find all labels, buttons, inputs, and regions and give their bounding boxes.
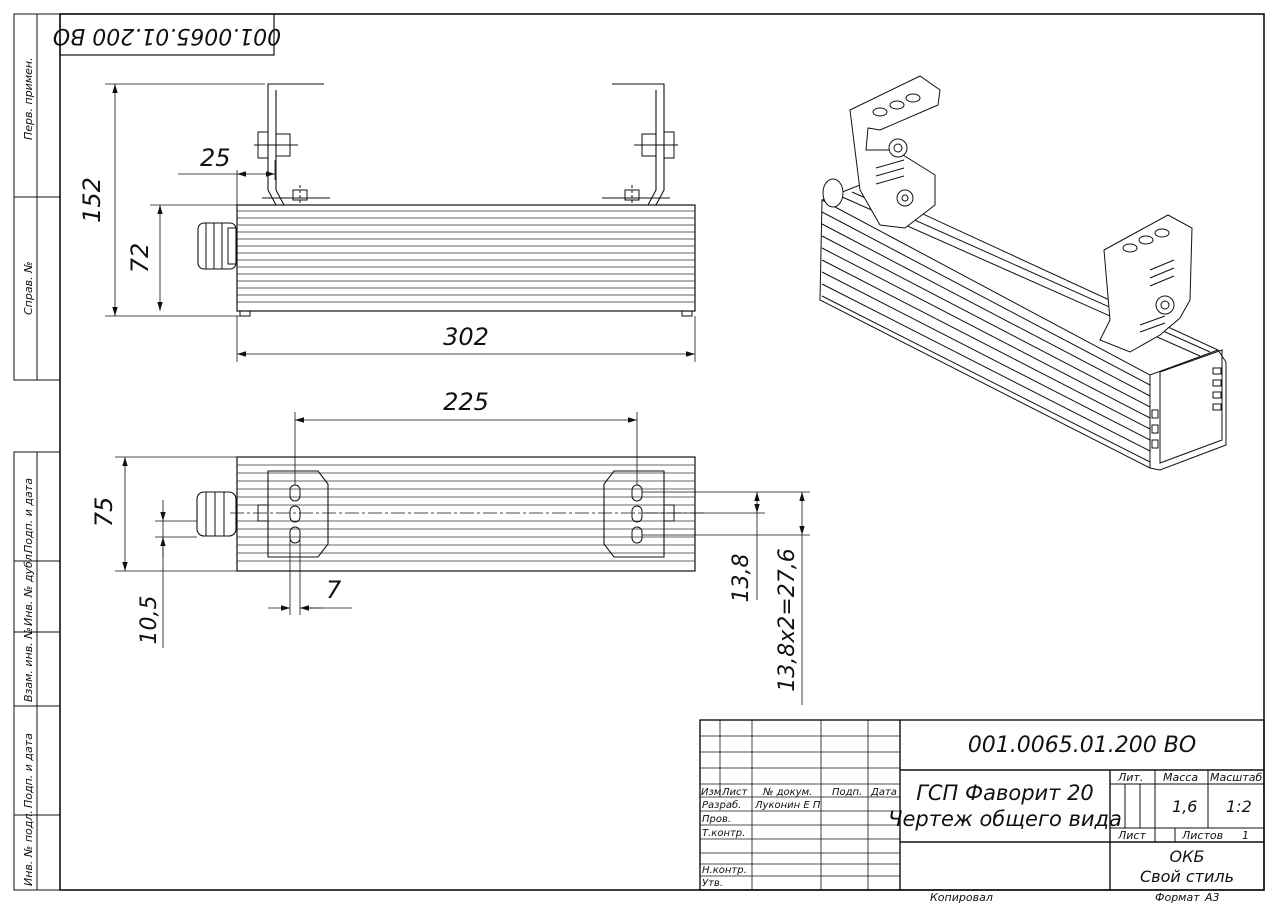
tb-nkontr-label: Н.контр. [702, 865, 747, 876]
tb-name-line2: Чертеж общего вида [888, 807, 1122, 831]
tb-masshtab-label: Масштаб [1210, 771, 1262, 784]
sheet-frame [13, 13, 1265, 891]
tb-hdr-podp: Подп. [832, 787, 862, 798]
tb-org-line2: Свой стиль [1140, 867, 1234, 886]
tb-hdr-izm: Изм [701, 787, 722, 798]
isometric-view [819, 75, 1227, 471]
tb-masshtab-value: 1:2 [1226, 797, 1252, 816]
top-view [196, 456, 705, 572]
dim-10-5: 10,5 [137, 596, 162, 645]
code-stamp-box: 001.0065.01.200 ВО [53, 13, 281, 56]
strip-label-sprav: Справ. № [22, 261, 35, 315]
tb-razrab-name: Луконин Е П [754, 800, 821, 811]
tb-hdr-docnum: № докум. [762, 787, 812, 798]
dim-7: 7 [326, 576, 342, 604]
tb-utv-label: Утв. [702, 878, 723, 889]
tb-razrab-label: Разраб. [702, 799, 741, 811]
tb-org-line1: ОКБ [1170, 847, 1205, 866]
code-stamp-text: 001.0065.01.200 ВО [53, 23, 281, 48]
dim-25: 25 [200, 144, 231, 172]
tb-hdr-data: Дата [870, 787, 897, 798]
strip-label-inv-dubl: Инв. № дубл. [22, 551, 35, 626]
tb-name-line1: ГСП Фаворит 20 [916, 781, 1094, 805]
strip-label-podp-data-2: Подп. и дата [22, 733, 35, 808]
footer-format-value: А3 [1204, 891, 1220, 904]
left-strip-labels: Перв. примен. Справ. № Подп. и дата Инв.… [22, 57, 35, 886]
front-view-dimensions: 25 152 72 302 [78, 83, 696, 362]
top-view-dimensions: 225 75 10,5 7 13,8 13,8х2=27,6 [90, 388, 810, 705]
tb-prov-label: Пров. [702, 814, 731, 825]
tb-listov-label: Листов [1181, 829, 1223, 842]
dim-225: 225 [443, 388, 489, 416]
dim-72: 72 [126, 243, 154, 274]
tb-list-label: Лист [1117, 829, 1146, 842]
footer-copied: Копировал [930, 891, 993, 904]
strip-label-perv-primen: Перв. примен. [22, 57, 35, 140]
strip-label-inv-podl: Инв. № подл. [22, 810, 35, 886]
dim-13-8: 13,8 [729, 554, 754, 603]
tb-tkontr-label: Т.контр. [702, 828, 745, 839]
tb-massa-label: Масса [1163, 771, 1198, 784]
tb-listov-value: 1 [1242, 829, 1249, 842]
dim-152: 152 [78, 177, 106, 223]
tb-doc-code: 001.0065.01.200 ВО [968, 733, 1196, 758]
title-block: Изм Лист № докум. Подп. Дата Разраб. Лук… [699, 719, 1265, 891]
front-view [197, 83, 696, 317]
dim-302: 302 [443, 323, 489, 351]
footer-format-label: Формат [1155, 891, 1200, 904]
tb-hdr-list: Лист [721, 787, 749, 798]
sheet-footer: Копировал Формат А3 [930, 891, 1220, 904]
tb-massa-value: 1,6 [1172, 797, 1197, 816]
dim-75: 75 [90, 497, 118, 528]
tb-lit-label: Лит. [1117, 771, 1143, 784]
dim-27-6: 13,8х2=27,6 [775, 548, 800, 691]
strip-label-podp-data-1: Подп. и дата [22, 478, 35, 553]
strip-label-vzam-inv: Взам. инв. № [22, 627, 35, 702]
